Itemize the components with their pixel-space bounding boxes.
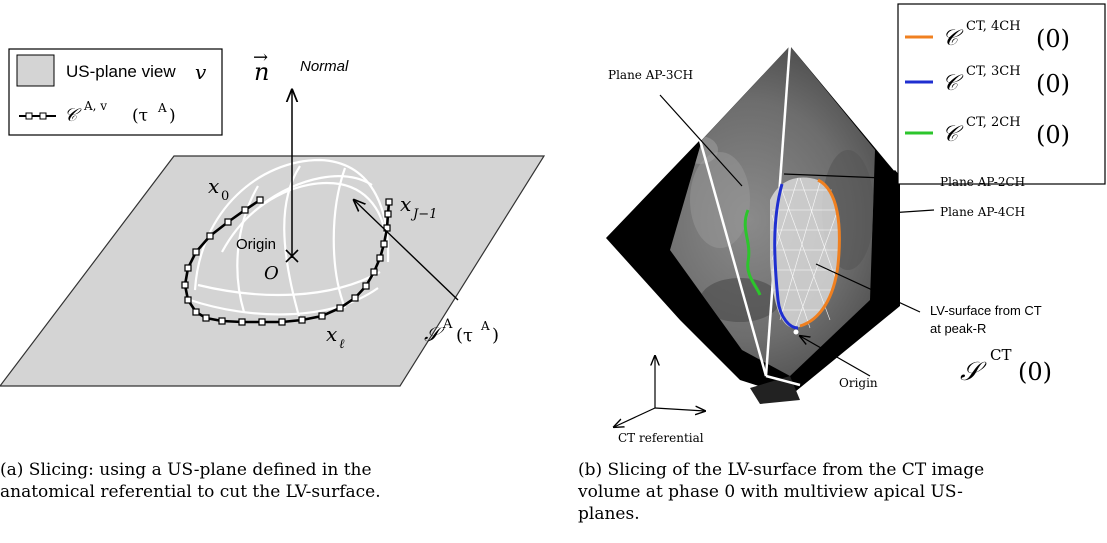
surface-arrow [354, 200, 459, 301]
caption-b-line2: volume at phase 0 with multiview apical … [578, 482, 963, 502]
ct-referential-axes [614, 356, 705, 427]
xj-sub: J−1 [410, 207, 437, 222]
panel-a: US-plane view v 𝒞 A, v (τ A ) n → Normal… [0, 47, 546, 387]
surface-ct-arg: (0) [1018, 358, 1052, 386]
legend-contour-sup: A, v [83, 99, 107, 113]
caption-a-line1: (a) Slicing: using a US-plane defined in… [0, 460, 372, 480]
xl-sub: ℓ [339, 337, 345, 352]
x0-sub: 0 [221, 189, 229, 204]
legend-plane-var: v [195, 60, 207, 84]
ct-referential-label: CT referential [618, 431, 704, 445]
xj-label: x [400, 192, 411, 216]
caption-b-line3: planes. [578, 504, 640, 524]
normal-symbol: n [254, 58, 269, 86]
legend-b-sup-1: CT, 3CH [966, 64, 1021, 79]
lv-mesh [743, 177, 841, 335]
surface-arg: (τ [456, 325, 473, 346]
legend-b-sup-0: CT, 4CH [966, 19, 1021, 34]
legend-contour-arg-close: ) [169, 106, 176, 126]
legend-b-arg-2: (0) [1036, 121, 1070, 149]
surface-sup: A [442, 317, 453, 332]
legend-b-sup-2: CT, 2CH [966, 115, 1021, 130]
origin-label: Origin [236, 236, 276, 253]
lv-surface-label-2: at peak-R [930, 321, 986, 336]
caption-a-line2: anatomical referential to cut the LV-sur… [0, 482, 381, 502]
legend-plane-label: US-plane view [66, 62, 176, 81]
legend-contour-arg: (τ [132, 106, 148, 126]
origin-marker [285, 249, 299, 263]
surface-label: 𝒮 [424, 322, 445, 346]
legend-b [897, 3, 1106, 185]
normal-vector-arrow: → [253, 47, 268, 68]
origin-b-label: Origin [839, 376, 878, 390]
legend-a: US-plane view v 𝒞 A, v (τ A ) [8, 48, 223, 136]
plane-4ch-label: Plane AP-4CH [940, 205, 1025, 219]
plane-3ch-label: Plane AP-3CH [608, 68, 693, 82]
legend-b-arg-0: (0) [1036, 25, 1070, 53]
lv-surface-label-1: LV-surface from CT [930, 303, 1042, 318]
lv-surface-wireframe [189, 158, 390, 321]
normal-label: Normal [300, 58, 349, 75]
xl-label: x [326, 322, 337, 346]
origin-symbol: O [264, 263, 279, 284]
x0-label: x [208, 174, 219, 198]
caption-b: (b) Slicing of the LV-surface from the C… [578, 459, 984, 525]
caption-b-line1: (b) Slicing of the LV-surface from the C… [578, 460, 985, 480]
us-plane [0, 155, 546, 387]
surface-ct-sup: CT [990, 346, 1011, 364]
contour-points [181, 196, 393, 326]
legend-plane-swatch [16, 54, 55, 87]
plane-2ch-label: Plane AP-2CH [940, 175, 1025, 189]
surface-arg-close: ) [492, 325, 499, 346]
surface-arg-sup: A [480, 319, 490, 333]
legend-contour-arg-sup: A [157, 101, 167, 115]
surface-ct-symbol: 𝒮 [960, 357, 987, 387]
caption-a: (a) Slicing: using a US-plane defined in… [0, 459, 381, 503]
legend-b-arg-1: (0) [1036, 70, 1070, 98]
